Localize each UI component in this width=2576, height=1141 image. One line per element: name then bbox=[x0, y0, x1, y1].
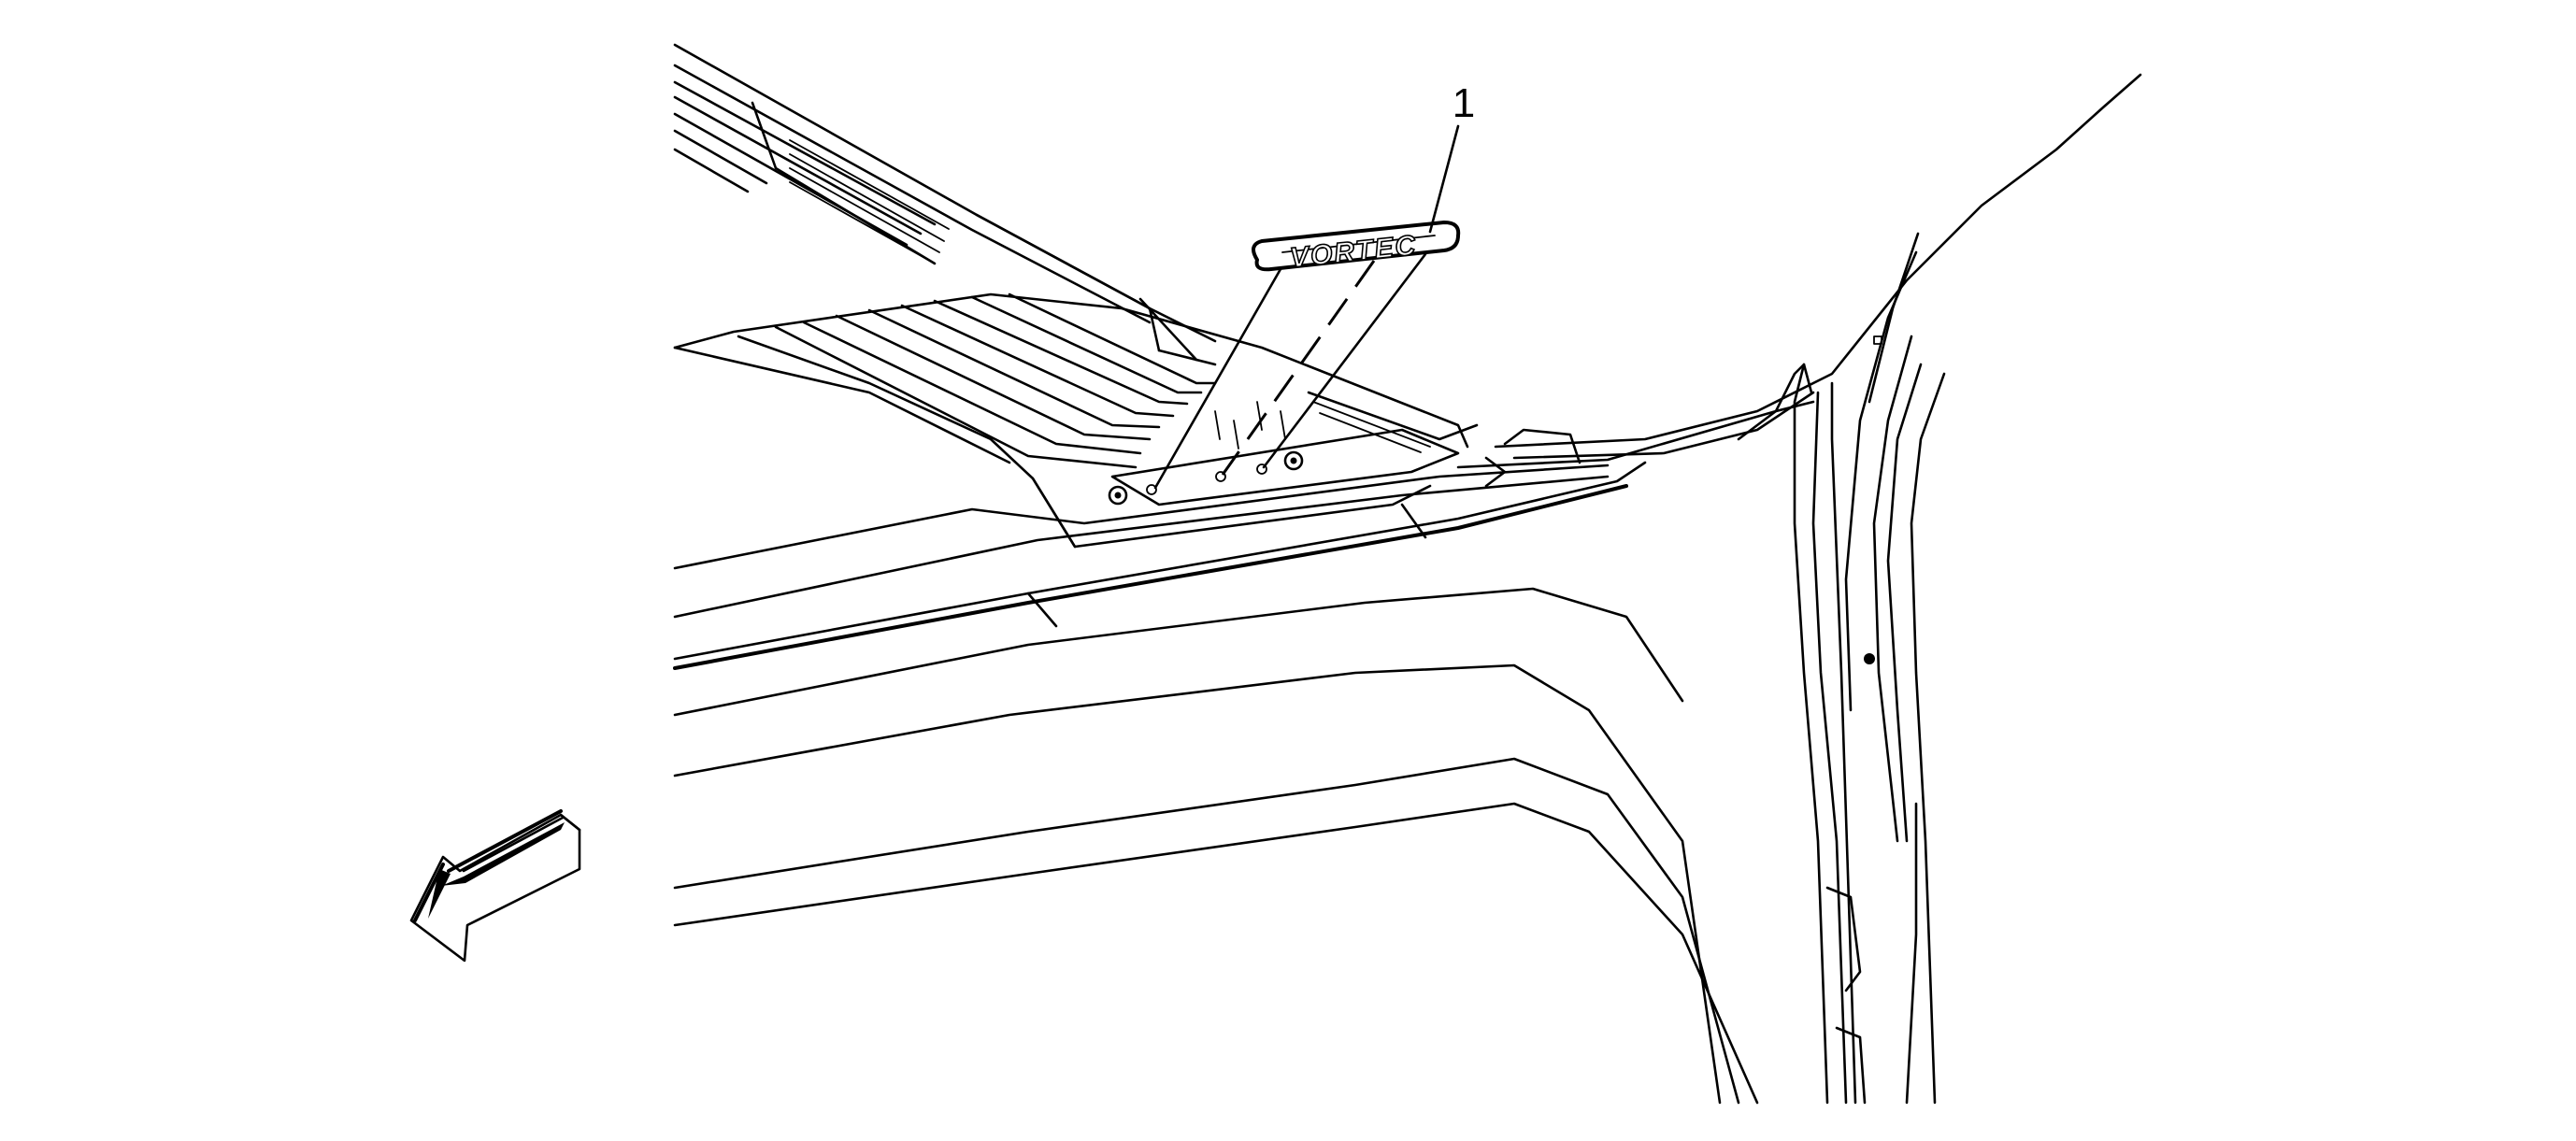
callout-number: 1 bbox=[1453, 80, 1475, 126]
front-direction-arrow-icon bbox=[409, 809, 581, 963]
cowl-panel bbox=[673, 43, 1217, 366]
vortec-emblem: VORTEC bbox=[1252, 221, 1461, 275]
fender-panel bbox=[1456, 73, 2142, 1105]
hood-panel bbox=[673, 292, 1759, 1105]
callout-1: 1 bbox=[1428, 80, 1475, 234]
emblem-guide-lines bbox=[1153, 252, 1427, 490]
